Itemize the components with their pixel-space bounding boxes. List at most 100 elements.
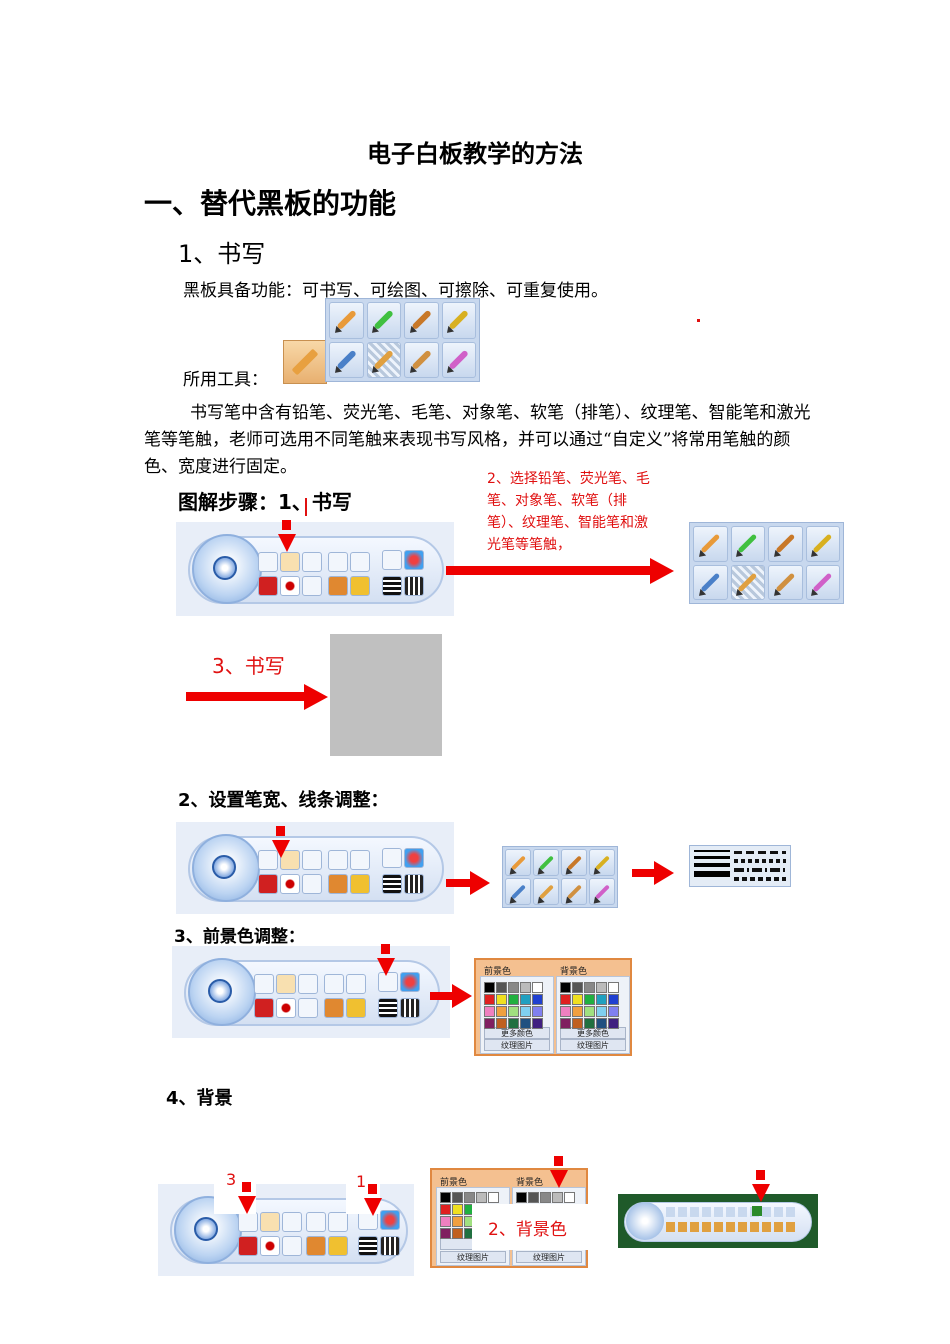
pencil-icon[interactable] xyxy=(505,849,531,876)
brush-icon[interactable] xyxy=(404,302,439,339)
color-swatch[interactable] xyxy=(596,982,607,993)
color-swatch[interactable] xyxy=(464,1192,475,1203)
eraser-icon[interactable] xyxy=(306,1212,326,1232)
color-swatch[interactable] xyxy=(520,982,531,993)
pencil-icon[interactable] xyxy=(329,302,364,339)
texture-button[interactable]: 纹理图片 xyxy=(484,1039,550,1051)
record-icon[interactable] xyxy=(260,1236,280,1256)
smart-pen-icon[interactable] xyxy=(561,878,587,905)
laser-pen-icon[interactable] xyxy=(589,878,615,905)
record-icon[interactable] xyxy=(280,874,300,894)
color-swatch[interactable] xyxy=(484,982,495,993)
soft-pen-icon[interactable] xyxy=(693,564,728,600)
smart-pen-icon[interactable] xyxy=(404,341,439,378)
page-icon[interactable] xyxy=(298,998,318,1018)
color-swatch[interactable] xyxy=(560,1018,571,1029)
color-swatch[interactable] xyxy=(496,1018,507,1029)
color-swatch[interactable] xyxy=(532,1006,543,1017)
smart-pen-icon[interactable] xyxy=(768,564,803,600)
new-page-icon[interactable] xyxy=(254,974,274,994)
color-swatch[interactable] xyxy=(520,1006,531,1017)
color-swatch[interactable] xyxy=(440,1228,451,1239)
color-swatch[interactable] xyxy=(440,1192,451,1203)
object-pen-icon[interactable] xyxy=(805,526,840,562)
image-icon[interactable] xyxy=(254,998,274,1018)
line-style-icon[interactable] xyxy=(400,998,420,1018)
color-swatch[interactable] xyxy=(584,1018,595,1029)
color-icon[interactable] xyxy=(404,550,424,570)
color-icon[interactable] xyxy=(380,1210,400,1230)
color-swatch[interactable] xyxy=(532,1018,543,1029)
brush-icon[interactable] xyxy=(768,526,803,562)
color-swatch[interactable] xyxy=(584,1006,595,1017)
eraser-icon[interactable] xyxy=(324,974,344,994)
shape-icon[interactable] xyxy=(302,850,322,870)
laser-pen-icon[interactable] xyxy=(441,341,476,378)
color-swatch[interactable] xyxy=(520,1018,531,1029)
color-swatch[interactable] xyxy=(608,994,619,1005)
color-swatch[interactable] xyxy=(572,982,583,993)
color-square-icon[interactable] xyxy=(382,550,402,570)
page-icon[interactable] xyxy=(302,874,322,894)
new-page-icon[interactable] xyxy=(258,552,278,572)
color-swatch[interactable] xyxy=(440,1216,451,1227)
color-swatch[interactable] xyxy=(584,994,595,1005)
color-swatch[interactable] xyxy=(508,1006,519,1017)
color-swatch[interactable] xyxy=(608,982,619,993)
folder-icon[interactable] xyxy=(346,998,366,1018)
edit-icon[interactable] xyxy=(350,850,370,870)
color-swatch[interactable] xyxy=(608,1006,619,1017)
edit-icon[interactable] xyxy=(350,552,370,572)
color-swatch[interactable] xyxy=(476,1192,487,1203)
color-icon[interactable] xyxy=(404,848,424,868)
highlighter-icon[interactable] xyxy=(366,302,401,339)
color-swatch[interactable] xyxy=(532,994,543,1005)
highlighter-icon[interactable] xyxy=(730,526,765,562)
brush-icon[interactable] xyxy=(561,849,587,876)
folder-icon[interactable] xyxy=(328,1236,348,1256)
pencil-icon[interactable] xyxy=(260,1212,280,1232)
color-swatch[interactable] xyxy=(540,1192,551,1203)
line-width-icon[interactable] xyxy=(382,576,402,596)
color-swatch[interactable] xyxy=(484,1018,495,1029)
toolbox-icon[interactable] xyxy=(328,576,348,596)
shape-icon[interactable] xyxy=(302,552,322,572)
line-width-icon[interactable] xyxy=(378,998,398,1018)
color-swatch[interactable] xyxy=(452,1216,463,1227)
highlighter-icon[interactable] xyxy=(533,849,559,876)
soft-pen-icon[interactable] xyxy=(329,341,364,378)
color-swatch[interactable] xyxy=(564,1192,575,1203)
color-swatch[interactable] xyxy=(516,1192,527,1203)
record-icon[interactable] xyxy=(276,998,296,1018)
color-swatch[interactable] xyxy=(532,982,543,993)
color-swatch[interactable] xyxy=(596,994,607,1005)
background-tab[interactable]: 背景色 xyxy=(560,967,588,977)
image-icon[interactable] xyxy=(258,576,278,596)
color-swatch[interactable] xyxy=(452,1204,463,1215)
edit-icon[interactable] xyxy=(346,974,366,994)
object-pen-icon[interactable] xyxy=(589,849,615,876)
texture-pen-icon[interactable] xyxy=(730,564,765,600)
texture-button[interactable]: 纹理图片 xyxy=(560,1039,626,1051)
color-swatch[interactable] xyxy=(496,994,507,1005)
line-style-dash-3[interactable] xyxy=(734,868,786,872)
line-style-icon[interactable] xyxy=(404,874,424,894)
color-swatch[interactable] xyxy=(596,1006,607,1017)
line-width-icon[interactable] xyxy=(358,1236,378,1256)
color-swatch[interactable] xyxy=(488,1192,499,1203)
color-swatch[interactable] xyxy=(572,994,583,1005)
color-swatch[interactable] xyxy=(572,1006,583,1017)
color-swatch[interactable] xyxy=(552,1192,563,1203)
soft-pen-icon[interactable] xyxy=(505,878,531,905)
line-style-dash-1[interactable] xyxy=(734,851,786,854)
color-swatch[interactable] xyxy=(528,1192,539,1203)
background-color-icon[interactable] xyxy=(752,1206,762,1216)
line-width-icon[interactable] xyxy=(382,874,402,894)
page-icon[interactable] xyxy=(282,1236,302,1256)
line-width-4[interactable] xyxy=(694,871,730,877)
image-icon[interactable] xyxy=(258,874,278,894)
color-swatch[interactable] xyxy=(572,1018,583,1029)
line-style-dash-4[interactable] xyxy=(734,877,786,881)
foreground-tab[interactable]: 前景色 xyxy=(440,1178,468,1188)
texture-pen-icon[interactable] xyxy=(533,878,559,905)
